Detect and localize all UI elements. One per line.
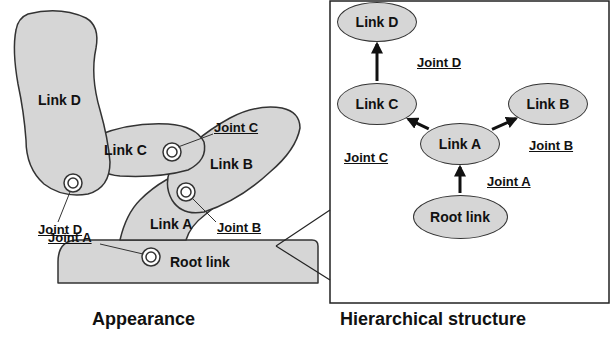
link-name: Root link	[170, 254, 230, 270]
joint-label: Joint B	[528, 138, 574, 153]
caption: Hierarchical structure	[340, 308, 526, 330]
joint-label: Joint C	[343, 150, 389, 165]
parent-child-arrow	[492, 119, 516, 130]
link-ellipse: Root link	[413, 195, 508, 239]
link-ellipse: Link C	[337, 83, 417, 125]
joint-name: Joint A	[48, 230, 92, 246]
node-text: Link A	[439, 136, 481, 152]
joint-name: Joint B	[217, 220, 261, 236]
link-name: Link C	[104, 142, 147, 158]
node-text: Link B	[527, 96, 570, 112]
node-text: Link C	[356, 96, 399, 112]
parent-child-arrow	[459, 167, 462, 193]
node-text: Root link	[430, 209, 490, 225]
parent-child-arrow	[408, 119, 428, 129]
link-name: Link D	[38, 92, 81, 108]
link-name: Link B	[210, 156, 253, 172]
link-name: Link A	[150, 216, 192, 232]
node-text: Link D	[356, 14, 399, 30]
joint-name: Joint C	[214, 120, 258, 136]
link-ellipse: Link A	[420, 123, 500, 165]
link-d-shape	[14, 11, 110, 195]
caption: Appearance	[92, 308, 195, 330]
joint-symbols	[64, 143, 195, 266]
joint-label: Joint D	[416, 55, 462, 70]
parent-child-arrow	[376, 44, 379, 81]
zoom-callout	[276, 1, 609, 303]
link-ellipse: Link D	[337, 2, 417, 42]
link-ellipse: Link B	[508, 83, 588, 125]
joint-label: Joint A	[486, 174, 532, 189]
root-link-shape	[58, 240, 318, 283]
